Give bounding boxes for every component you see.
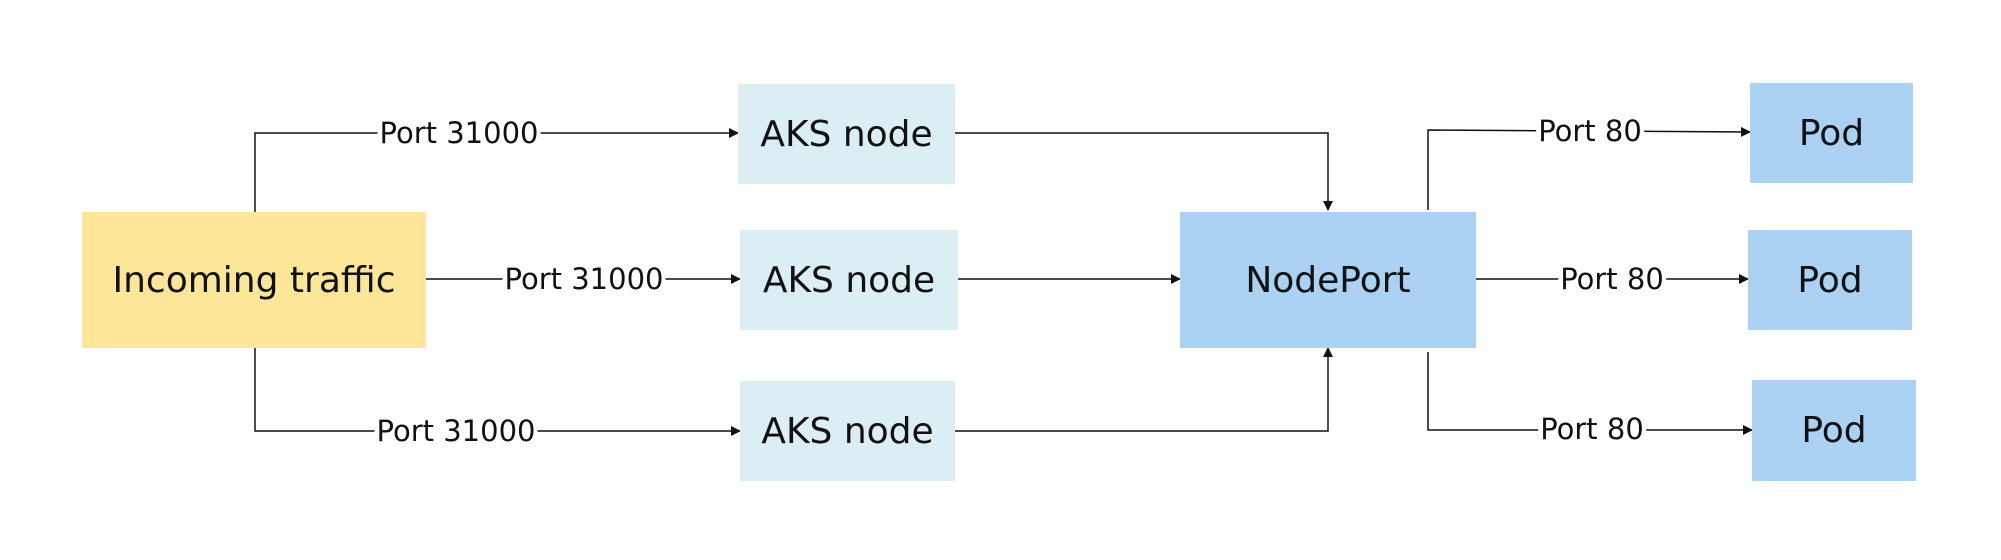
edge-label-incoming-to-aks-node-1: Port 31000 xyxy=(377,116,541,150)
aks-node-1-box: AKS node xyxy=(738,84,955,184)
aks-node-2-box: AKS node xyxy=(740,230,958,330)
aks-node-3-box: AKS node xyxy=(740,381,955,481)
edge-incoming-to-aks-node-1 xyxy=(254,128,739,212)
edge-aks-node-1-to-nodeport xyxy=(955,132,1333,211)
edge-label-incoming-to-aks-node-2: Port 31000 xyxy=(502,262,666,296)
pod-3-box: Pod xyxy=(1752,380,1916,481)
nodeport-box: NodePort xyxy=(1180,212,1476,348)
edge-aks-node-3-to-nodeport xyxy=(955,347,1333,432)
edge-label-nodeport-to-pod-1: Port 80 xyxy=(1536,114,1644,148)
edge-label-incoming-to-aks-node-3: Port 31000 xyxy=(374,414,538,448)
pod-2-box: Pod xyxy=(1748,230,1912,330)
incoming-traffic-box: Incoming traffic xyxy=(82,212,426,348)
pod-1-box: Pod xyxy=(1750,83,1913,183)
edge-label-nodeport-to-pod-2: Port 80 xyxy=(1558,262,1666,296)
edge-incoming-to-aks-node-3 xyxy=(254,346,741,436)
edge-label-nodeport-to-pod-3: Port 80 xyxy=(1538,412,1646,446)
